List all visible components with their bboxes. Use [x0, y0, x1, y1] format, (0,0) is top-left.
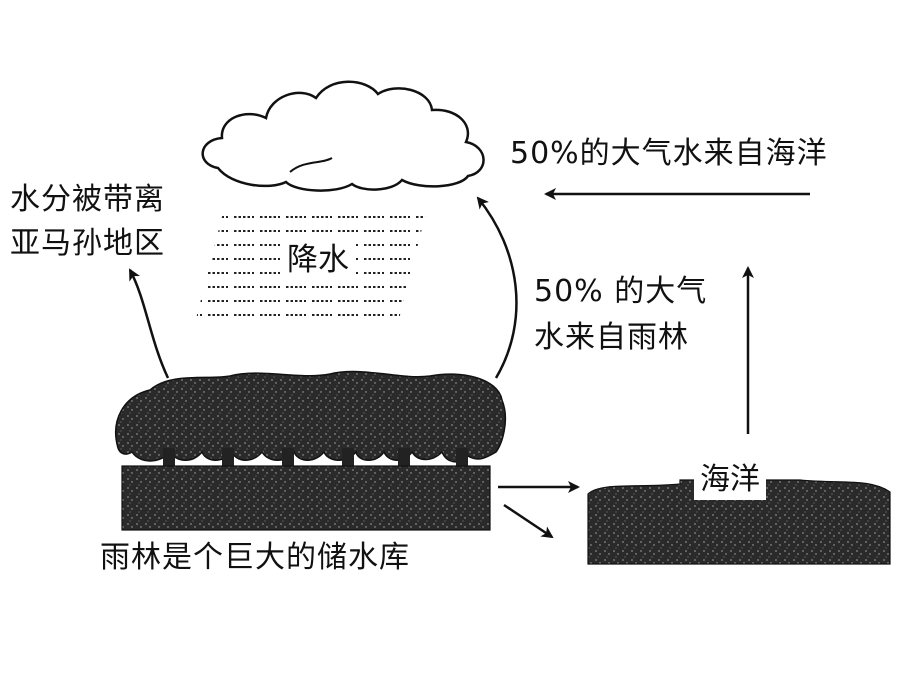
reservoir-label: 雨林是个巨大的储水库 [100, 540, 410, 575]
runoff-arrow-2-icon [503, 503, 554, 539]
water-out-arrow-icon [128, 268, 170, 379]
ocean-source-label: 50%的大气水来自海洋 [510, 136, 828, 171]
water-removed-label-line2: 亚马孙地区 [10, 226, 165, 261]
precipitation-label: 降水 [281, 240, 355, 280]
rainforest-canopy-icon [115, 370, 507, 474]
water-removed-label-line1: 水分被带离 [10, 182, 165, 217]
ocean-icon [587, 479, 891, 565]
rainforest-evaporation-arrow-icon [476, 196, 518, 379]
cloud-icon [201, 80, 485, 192]
rainforest-source-label-line2: 水来自雨林 [534, 320, 689, 355]
ocean-label: 海洋 [694, 460, 766, 500]
rainforest-source-label-line1: 50% 的大气 [534, 274, 708, 309]
soil-icon [121, 465, 491, 531]
